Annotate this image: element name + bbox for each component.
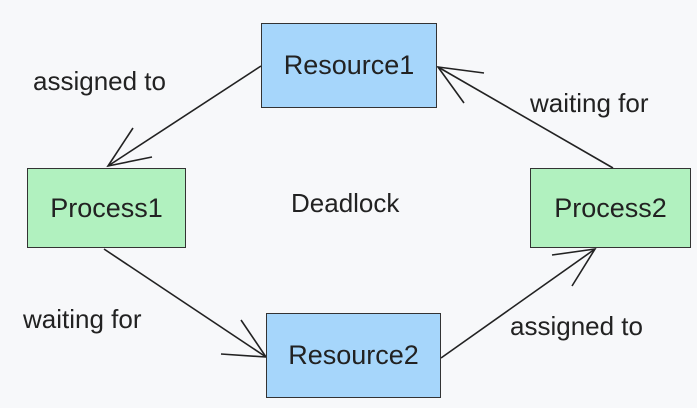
edge-process1-to-resource2 bbox=[103, 248, 268, 358]
process1-node: Process1 bbox=[27, 168, 186, 248]
process1-label: Process1 bbox=[50, 192, 163, 223]
edge-resource1-to-process1 bbox=[106, 65, 262, 168]
edge-label-waiting-for-resource2: waiting for bbox=[23, 304, 142, 334]
process2-node: Process2 bbox=[530, 168, 691, 248]
resource1-node: Resource1 bbox=[261, 23, 437, 108]
edge-resource2-to-process2 bbox=[440, 247, 597, 359]
edge-label-assigned-to-process2: assigned to bbox=[510, 311, 643, 341]
resource1-label: Resource1 bbox=[283, 50, 415, 80]
edge-label-assigned-to-process1: assigned to bbox=[33, 66, 166, 96]
process2-label: Process2 bbox=[554, 192, 667, 223]
resource2-label: Resource2 bbox=[288, 340, 419, 370]
resource2-node: Resource2 bbox=[266, 313, 441, 398]
diagram-title: Deadlock bbox=[291, 188, 400, 218]
edge-label-waiting-for-resource1: waiting for bbox=[530, 88, 649, 118]
edge-process2-to-resource1 bbox=[436, 65, 614, 169]
